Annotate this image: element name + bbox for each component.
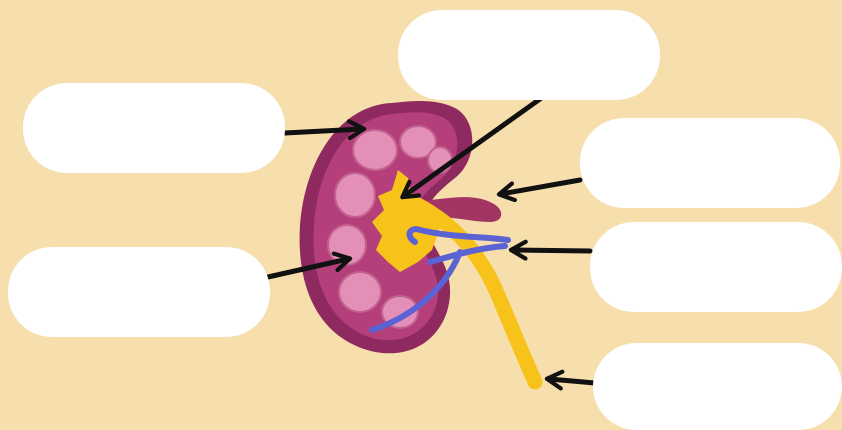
pyramid: [339, 272, 381, 312]
kidney-icon: [300, 101, 535, 382]
pyramid: [353, 130, 397, 170]
label-box-middle-right[interactable]: [590, 222, 842, 312]
label-box-upper-left[interactable]: [23, 83, 285, 173]
arrow-icon: [549, 379, 595, 383]
label-box-lower-left[interactable]: [8, 247, 270, 337]
arrow-icon: [501, 180, 580, 194]
arrow-icon: [513, 250, 590, 251]
pyramid: [335, 173, 375, 217]
label-box-top-center[interactable]: [398, 10, 660, 100]
label-box-upper-right[interactable]: [580, 118, 840, 208]
label-box-lower-right[interactable]: [593, 343, 842, 430]
